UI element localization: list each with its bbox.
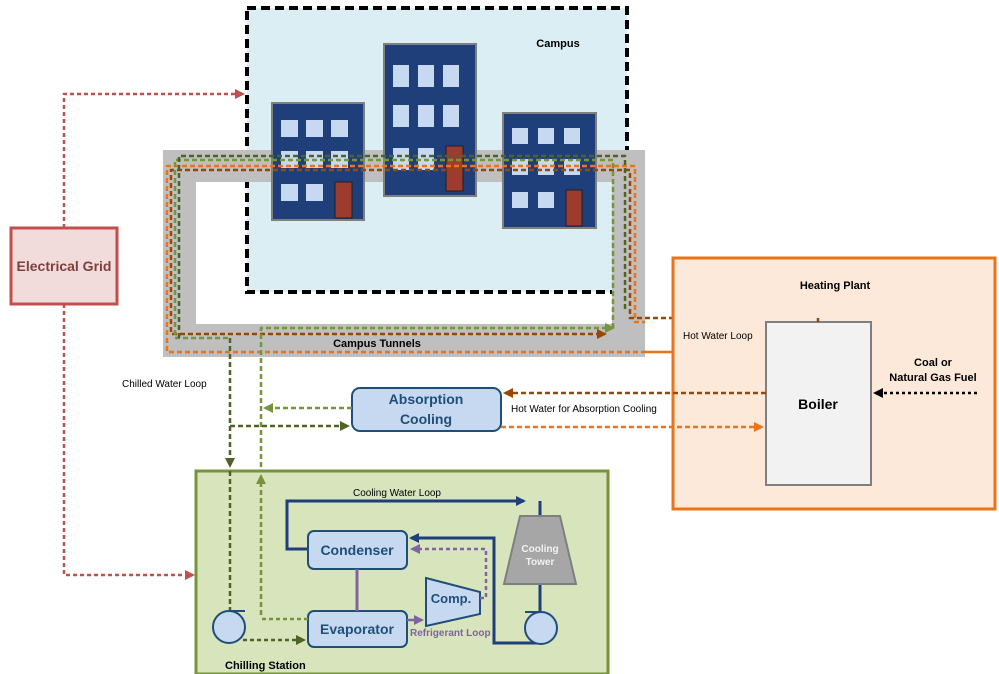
heating-plant-label: Heating Plant [800, 280, 871, 292]
boiler [765, 321, 872, 486]
chilled-water-tunnel-loop-2 [173, 158, 615, 340]
chilled-water-pump-icon [212, 610, 246, 644]
condenser-label: Condenser [320, 542, 394, 558]
compressor [425, 576, 481, 628]
building-center [383, 43, 477, 197]
cooling-water-loop-line [285, 496, 526, 551]
cooling-tower-label-line2: Tower [526, 557, 555, 568]
chilling-station-label: Chilling Station [225, 660, 306, 672]
absorption-cooling-label-line2: Cooling [400, 411, 452, 427]
electrical-grid-label: Electrical Grid [17, 258, 112, 274]
hot-water-absorption-label: Hot Water for Absorption Cooling [511, 404, 657, 415]
hot-water-supply-loop [165, 164, 766, 354]
chilled-water-tunnel-loop [259, 323, 615, 475]
campus-label: Campus [536, 38, 579, 50]
fuel-label-line1: Coal or [914, 357, 953, 369]
cooling-water-pump-icon [524, 611, 558, 645]
cooling-tower [502, 515, 578, 585]
comp-to-condenser-line [410, 544, 488, 600]
refrigerant-loop-label: Refrigerant Loop [410, 628, 491, 639]
compressor-label: Comp. [431, 591, 471, 606]
grid-to-campus-line [62, 89, 245, 228]
cooling-tower-label-line1: Cooling [521, 544, 558, 555]
hot-water-return-loop [169, 168, 818, 339]
cooling-water-return-line [409, 533, 540, 645]
evaporator-label: Evaporator [320, 621, 394, 637]
cooling-water-loop-label: Cooling Water Loop [353, 488, 441, 499]
campus-tunnels-label: Campus Tunnels [333, 338, 421, 350]
fuel-label-line2: Natural Gas Fuel [889, 372, 976, 384]
chilled-water-tunnel-return [177, 154, 627, 338]
building-left [271, 102, 365, 221]
absorption-cooling-label-line1: Absorption [389, 391, 464, 407]
boiler-label: Boiler [798, 396, 838, 412]
absorption-cooling-box [351, 387, 502, 432]
electrical-grid-box [9, 226, 119, 306]
chilled-water-loop-label: Chilled Water Loop [122, 379, 207, 390]
grid-to-chilling-line [62, 304, 195, 580]
hot-water-loop-label: Hot Water Loop [683, 331, 753, 342]
